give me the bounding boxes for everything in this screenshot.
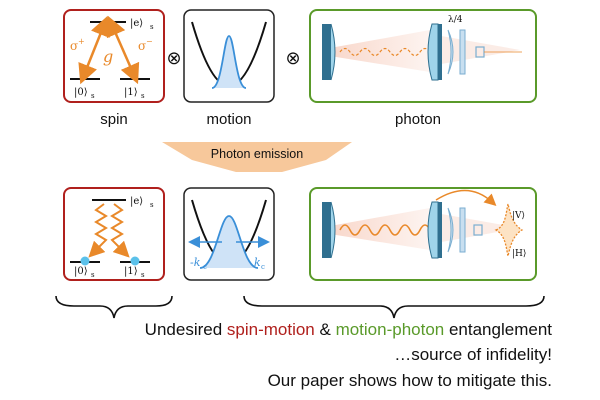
cavity-mirror-right (427, 23, 439, 81)
motion-panel-bottom: -k c k c (183, 187, 275, 281)
ground1-label: |1⟩ (124, 87, 138, 98)
motion-caption: motion (206, 111, 251, 128)
photon-panel-top: λ/4 (309, 9, 537, 103)
caption-line-1: Undesired spin-motion & motion-photon en… (145, 320, 552, 340)
caption-text-e: entanglement (444, 320, 552, 339)
emission-arrow-left (88, 203, 108, 258)
photon-panel-bottom: |V⟩ |H⟩ (309, 187, 537, 281)
waveplate-label: λ/4 (448, 15, 463, 25)
coupling-g-label: g (103, 47, 113, 66)
pol-v-label: |V⟩ (512, 211, 525, 221)
banner-label: Photon emission (211, 147, 303, 161)
k-right-label: k (254, 256, 261, 269)
k-right-sub: c (261, 263, 265, 271)
ground0-sub-bottom: s (91, 271, 95, 279)
sigma-plus-sup: + (78, 37, 85, 46)
excited-state-label: |e⟩ (130, 18, 143, 29)
caption-spin-motion: spin-motion (226, 320, 315, 339)
tensor-symbol-1: ⊗ (166, 48, 181, 68)
caption-text-c: & (314, 320, 336, 339)
sigma-plus-label: σ (70, 39, 78, 53)
ground1-sub: s (141, 92, 145, 100)
atom-dot (103, 17, 113, 27)
caption-line-3: Our paper shows how to mitigate this. (267, 371, 552, 390)
spin-panel-bottom: |e⟩ s |0⟩ s |1⟩ s (63, 187, 165, 281)
emission-arrow-right (110, 203, 130, 258)
excited-state-sub: s (150, 23, 154, 31)
photon-emission-banner: Photon emission (162, 142, 352, 172)
caption-text-a: Undesired (144, 320, 227, 339)
cavity-mirror-left (322, 24, 331, 80)
brace-spin-motion (55, 295, 173, 319)
caption-line-2: …source of infidelity! (394, 345, 552, 364)
ground0-sub: s (91, 92, 95, 100)
k-left-sub: c (203, 263, 207, 271)
excited-state-label-bottom: |e⟩ (130, 196, 143, 207)
k-left-label: -k (190, 256, 201, 269)
motion-panel-top (183, 9, 275, 103)
photon-caption: photon (395, 111, 441, 128)
ground1-label-bottom: |1⟩ (124, 266, 138, 277)
ground1-sub-bottom: s (141, 271, 145, 279)
polarization-state (494, 203, 524, 257)
ground0-label-bottom: |0⟩ (74, 266, 88, 277)
excited-state-sub-bottom: s (150, 201, 154, 209)
sigma-minus-label: σ (138, 39, 146, 53)
waveplate (459, 29, 466, 75)
ground0-label: |0⟩ (74, 87, 88, 98)
sigma-minus-sup: − (146, 37, 153, 46)
pol-h-label: |H⟩ (512, 249, 526, 259)
tensor-symbol-2: ⊗ (285, 48, 300, 68)
caption-motion-photon: motion-photon (335, 320, 445, 339)
wavepacket-bottom (199, 215, 259, 269)
spin-panel-top: |e⟩ s σ + σ − g |0⟩ s |1⟩ s (63, 9, 165, 103)
brace-motion-photon (243, 295, 545, 319)
wavepacket (211, 35, 247, 89)
spin-caption: spin (100, 111, 128, 128)
